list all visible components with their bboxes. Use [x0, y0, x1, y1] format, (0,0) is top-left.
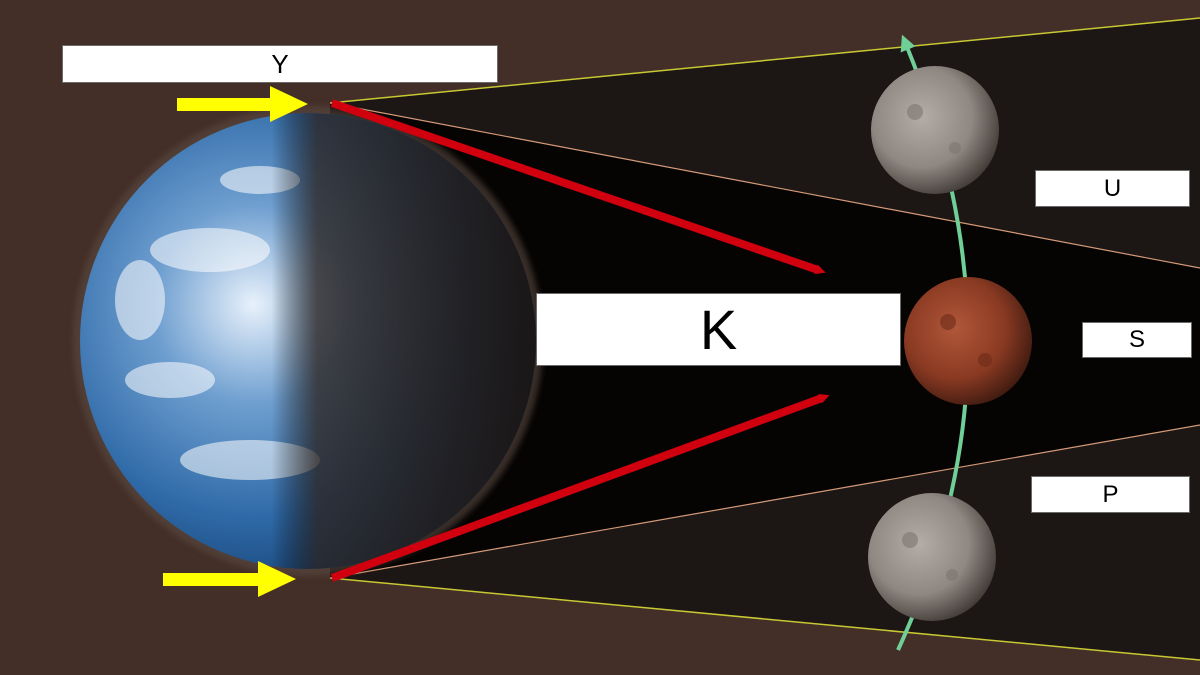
refracted-light-arrow-bottom — [330, 393, 830, 582]
refracted-light-arrow-top — [330, 99, 826, 275]
moon-middle-red-icon — [904, 277, 1032, 405]
earth-icon — [73, 106, 543, 576]
moon-bottom-icon — [868, 493, 996, 621]
moon-top-icon — [871, 66, 999, 194]
label-s: S — [1082, 322, 1192, 358]
label-k: K — [536, 293, 901, 366]
sunlight-arrow-top-icon — [177, 86, 308, 122]
label-u: U — [1035, 170, 1190, 207]
sunlight-arrow-bottom-icon — [163, 561, 296, 597]
umbra-edge-bottom — [329, 424, 1200, 579]
label-p: P — [1031, 476, 1190, 513]
label-y: Y — [62, 45, 498, 83]
umbra-edge-top — [329, 102, 1200, 269]
penumbra-edge-bottom — [329, 577, 1200, 661]
penumbra-edge-top — [329, 17, 1200, 104]
